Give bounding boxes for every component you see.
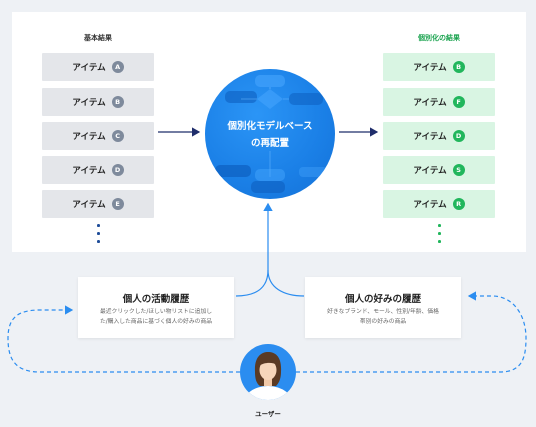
right-list-item: アイテム D xyxy=(383,122,495,150)
item-badge: A xyxy=(111,61,124,73)
left-list-item: アイテム D xyxy=(42,156,154,184)
right-list-item: アイテム F xyxy=(383,88,495,116)
right-list-item: アイテム B xyxy=(383,53,495,81)
item-label: アイテム xyxy=(413,200,447,210)
basic-results-title: 基本結果 xyxy=(84,34,112,42)
user-avatar xyxy=(240,344,296,400)
left-list-item: アイテム E xyxy=(42,190,154,218)
item-label: アイテム xyxy=(72,132,106,142)
left-list-item: アイテム B xyxy=(42,88,154,116)
preference-card-desc-2: 帯別の好みの商品 xyxy=(359,319,407,325)
left-list-item: アイテム A xyxy=(42,53,154,81)
arrow-activity-to-model xyxy=(235,202,273,297)
dashed-arrow-user-to-preference xyxy=(296,291,527,373)
item-label: アイテム xyxy=(413,166,447,176)
left-list-item: アイテム C xyxy=(42,122,154,150)
item-label: アイテム xyxy=(413,63,447,73)
user-label: ユーザー xyxy=(255,410,281,418)
item-label: アイテム xyxy=(72,166,106,176)
item-badge: R xyxy=(452,198,465,210)
user-person-icon xyxy=(243,352,293,400)
personalized-results-title: 個別化の結果 xyxy=(418,34,460,42)
item-badge: D xyxy=(452,130,465,142)
model-label-line1: 個別化モデルベース xyxy=(227,121,313,132)
activity-history-card: 個人の活動履歴 最近クリックした/ほしい物リストに追加し た/購入した商品に基づ… xyxy=(78,277,234,338)
item-label: アイテム xyxy=(413,98,447,108)
model-label-line2: の再配置 xyxy=(250,138,289,149)
personalization-model-circle: 個別化モデルベース の再配置 xyxy=(205,69,335,199)
item-badge: F xyxy=(452,96,465,108)
activity-card-desc-1: 最近クリックした/ほしい物リストに追加し xyxy=(99,309,213,315)
flowchart-icon xyxy=(215,75,327,193)
item-badge: D xyxy=(111,164,124,176)
arrow-preference-to-model xyxy=(267,269,305,297)
item-badge: C xyxy=(111,130,124,142)
activity-card-desc-2: た/購入した商品に基づく個人の好みの商品 xyxy=(99,319,213,325)
item-badge: B xyxy=(111,96,124,108)
item-label: アイテム xyxy=(72,98,106,108)
item-badge: B xyxy=(452,61,465,73)
preference-card-desc-1: 好きなブランド、モール、性別/年齢、価格 xyxy=(327,309,439,315)
item-badge: E xyxy=(111,198,124,210)
item-label: アイテム xyxy=(72,200,106,210)
item-label: アイテム xyxy=(413,132,447,142)
item-badge: S xyxy=(452,164,465,176)
activity-card-title: 個人の活動履歴 xyxy=(122,294,190,305)
dashed-arrow-user-to-activity xyxy=(7,305,240,373)
preference-card-title: 個人の好みの履歴 xyxy=(344,294,421,305)
right-list-item: アイテム S xyxy=(383,156,495,184)
right-list-item: アイテム R xyxy=(383,190,495,218)
item-label: アイテム xyxy=(72,63,106,73)
preference-history-card: 個人の好みの履歴 好きなブランド、モール、性別/年齢、価格 帯別の好みの商品 xyxy=(305,277,461,338)
